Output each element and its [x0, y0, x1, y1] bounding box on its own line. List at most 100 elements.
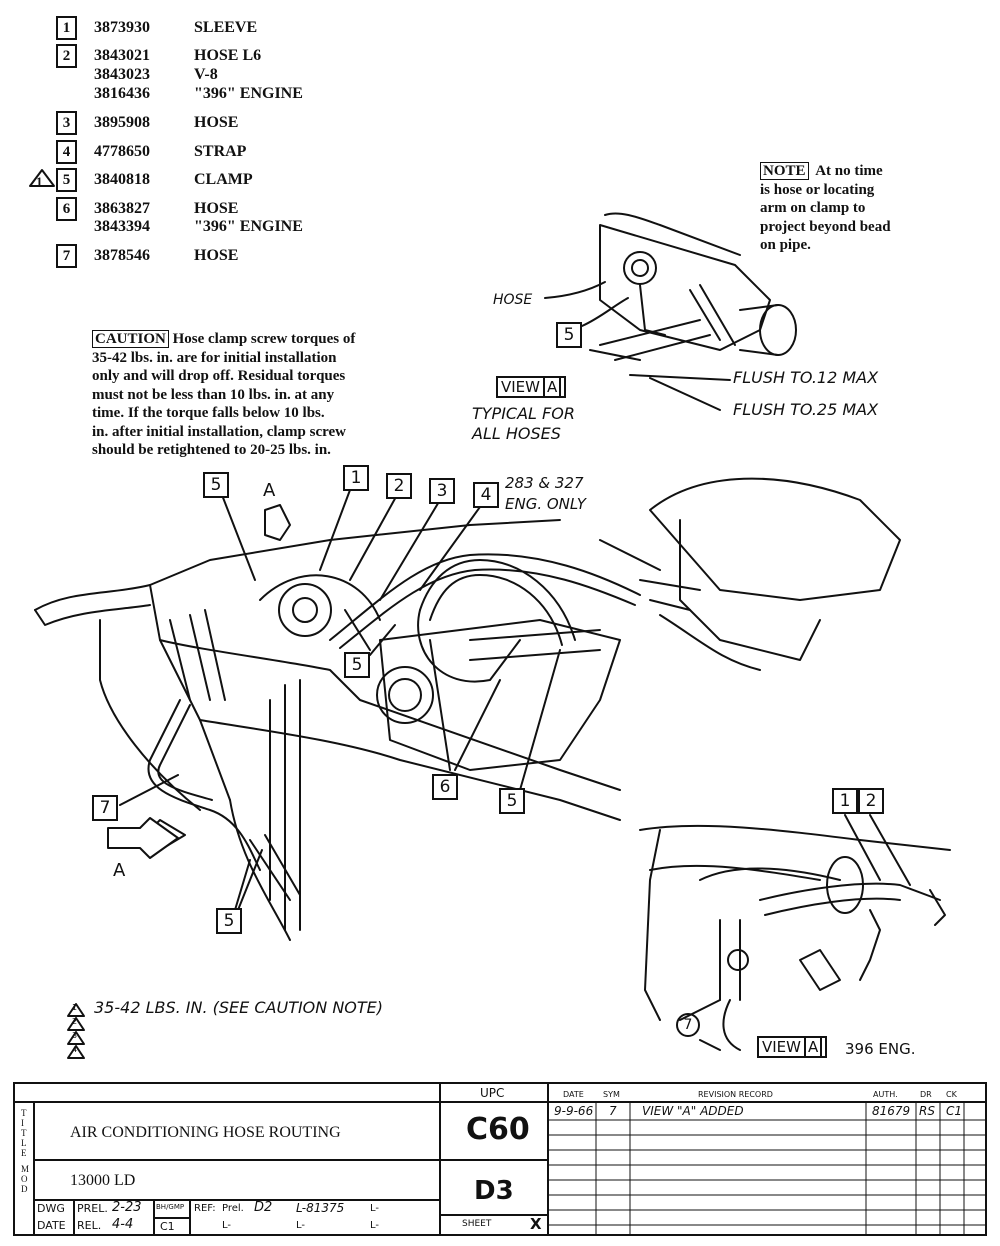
note-line: on pipe. [760, 237, 811, 253]
part-code: 3895908 [94, 114, 150, 131]
flag-1: 1 [72, 1003, 78, 1012]
view-letter: A [804, 1036, 823, 1058]
note-line: arm on clamp to [760, 200, 866, 216]
sheet-code: D3 [474, 1176, 514, 1206]
l-mark: L- [296, 1220, 306, 1231]
revision-flag-1: 1 [36, 174, 43, 189]
title-side-label: T I T L E [21, 1108, 27, 1158]
ref-prel: Prel. [222, 1203, 244, 1214]
part-number-box: 1 [56, 16, 77, 40]
396-engine-inset-drawing [639, 814, 951, 1051]
rev-record: VIEW "A" ADDED [642, 1104, 744, 1118]
part-code: 4778650 [94, 143, 150, 160]
hose-label: HOSE [493, 292, 533, 308]
part-description: SLEEVE [194, 19, 258, 36]
396-eng-label: 396 ENG. [845, 1040, 916, 1058]
caution-line: Hose clamp screw torques of [172, 331, 356, 347]
caution-line: should be retightened to 20-25 lbs. in. [92, 442, 331, 458]
engine-bay-drawing [34, 477, 901, 941]
part-code: 3843021 [94, 47, 150, 64]
upc-code: C60 [466, 1112, 530, 1147]
rev-header-auth: AUTH. [873, 1090, 898, 1099]
engine-note-line1: 283 & 327 [505, 474, 584, 492]
l-mark: L- [370, 1203, 380, 1214]
ref-value: D2 [254, 1200, 273, 1215]
parts-row: 3 [56, 111, 77, 135]
rev-auth: 81679 [872, 1104, 911, 1118]
rev-ck: C1 [946, 1104, 963, 1118]
callout-5: 5 [344, 652, 370, 678]
part-code: 3873930 [94, 19, 150, 36]
part-number-box: 6 [56, 197, 77, 221]
rev-dr: RS [919, 1104, 935, 1118]
view-letter: A [543, 376, 562, 398]
rev-header-date: DATE [563, 1090, 584, 1099]
caution-block: CAUTION Hose clamp screw torques of 35-4… [92, 330, 355, 460]
callout-2: 2 [386, 473, 412, 499]
part-code: 3840818 [94, 171, 150, 188]
part-number-box: 4 [56, 140, 77, 164]
callout-4: 4 [473, 482, 499, 508]
part-code: 3843394 [94, 218, 150, 235]
side-letter: T [21, 1108, 27, 1118]
upc-header: UPC [480, 1086, 505, 1100]
side-letter: D [21, 1184, 28, 1194]
parts-row: 2 [56, 44, 77, 68]
sheet-mark: X [530, 1215, 542, 1233]
part-number-box: 7 [56, 244, 77, 268]
torque-note: 35-42 LBS. IN. (SEE CAUTION NOTE) [94, 998, 384, 1017]
part-number-box: 5 [56, 168, 77, 192]
callout-1: 1 [832, 788, 858, 814]
callout-3: 3 [429, 478, 455, 504]
side-letter: I [21, 1118, 24, 1128]
rel-label: REL. [77, 1219, 102, 1232]
revision-flag-triangles [29, 169, 85, 1059]
side-letter: L [21, 1138, 27, 1148]
view-label: VIEW [501, 378, 540, 396]
drawing-title: AIR CONDITIONING HOSE ROUTING [70, 1124, 341, 1141]
parts-row: 6 [56, 197, 77, 221]
l-mark: L- [222, 1220, 232, 1231]
callout-7: 7 [92, 795, 118, 821]
dwg-label: DWG [37, 1202, 65, 1215]
sheet-label: SHEET [462, 1219, 492, 1229]
part-description: V-8 [194, 66, 218, 83]
part-description: "396" ENGINE [194, 218, 303, 235]
typical-for-label: TYPICAL FOR [472, 404, 575, 423]
rev-header-record: REVISION RECORD [698, 1090, 773, 1099]
model-number: 13000 LD [70, 1172, 136, 1189]
caution-label: CAUTION [92, 330, 169, 348]
callout-5: 5 [203, 472, 229, 498]
parts-row: 4 [56, 140, 77, 164]
part-code: 3863827 [94, 200, 150, 217]
note-line: is hose or locating [760, 181, 875, 198]
l-mark: L- [370, 1220, 380, 1231]
rev-date: 9-9-66 [554, 1104, 594, 1118]
rel-date: 4-4 [112, 1217, 134, 1232]
note-block: NOTE At no time is hose or locating arm … [760, 162, 891, 255]
flag-3: 3 [72, 1031, 78, 1040]
mod-side-label: M O D [21, 1164, 29, 1194]
checker-initial: C1 [160, 1220, 175, 1233]
note-line: project beyond bead [760, 218, 891, 235]
part-code: 3816436 [94, 85, 150, 102]
part-number-box: 3 [56, 111, 77, 135]
callout-5: 5 [556, 322, 582, 348]
side-letter: M [21, 1164, 30, 1174]
parts-row: 5 [56, 168, 77, 192]
ref-label: REF: [194, 1203, 216, 1214]
callout-6: 6 [432, 774, 458, 800]
callout-leaders [119, 489, 561, 911]
side-letter: E [21, 1148, 27, 1158]
part-code: 3878546 [94, 247, 150, 264]
all-hoses-label: ALL HOSES [472, 424, 561, 443]
part-description: HOSE L6 [194, 47, 262, 64]
parts-row: 7 [56, 244, 77, 268]
engine-note-line2: ENG. ONLY [505, 495, 586, 513]
rev-header-dr: DR [920, 1090, 932, 1099]
parts-row: 1 [56, 16, 77, 40]
part-description: CLAMP [194, 171, 253, 188]
